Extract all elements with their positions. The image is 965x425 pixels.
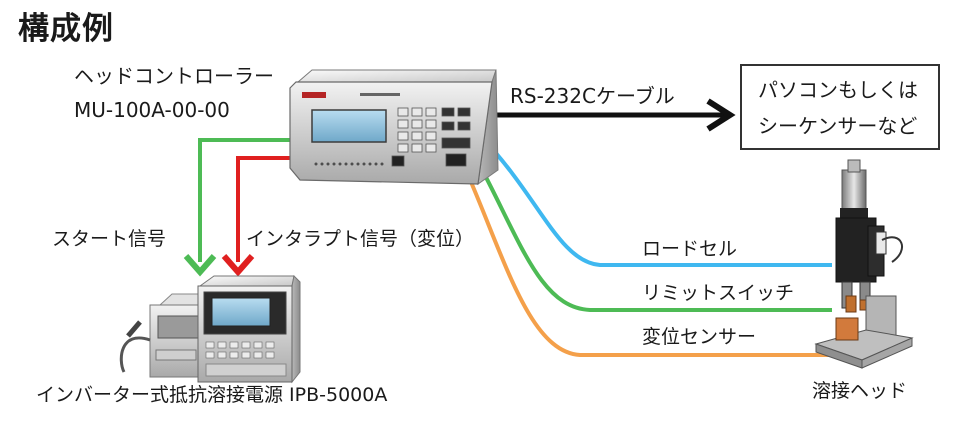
displacement-sensor-label: 変位センサー (642, 326, 757, 348)
power-supply-device (119, 274, 301, 384)
rs232c-cable-arrowhead (706, 98, 736, 132)
page-title: 構成例 (18, 11, 114, 47)
interrupt-signal-arrowhead (221, 254, 255, 277)
power-supply-weld-cable (119, 336, 151, 373)
start-signal-arrowhead (183, 254, 217, 277)
start-signal-label: スタート信号 (52, 228, 167, 250)
power-supply-lcd-screen (211, 297, 271, 327)
head-controller-device (289, 69, 499, 186)
limit-switch-cable (476, 161, 832, 312)
start-signal-line (198, 138, 296, 262)
power-supply-label: インバーター式抵抗溶接電源 IPB-5000A (36, 384, 388, 406)
weld-head-device (814, 159, 914, 369)
interrupt-signal-label: インタラプト信号（変位） (246, 228, 475, 250)
controller-keypad (391, 107, 471, 167)
weld-head-label: 溶接ヘッド (812, 380, 908, 402)
pc-sequencer-box (740, 64, 940, 150)
load-cell-cable (484, 140, 832, 267)
pc-box-line2: シーケンサーなど (758, 114, 918, 138)
pc-box-line1: パソコンもしくは (758, 78, 918, 102)
load-cell-label: ロードセル (642, 238, 738, 260)
rs232c-cable-label: RS-232Cケーブル (510, 84, 675, 108)
limit-switch-label: リミットスイッチ (642, 282, 795, 304)
interrupt-signal-line (236, 156, 296, 262)
controller-indicator-leds (314, 162, 384, 166)
displacement-sensor-cable (466, 174, 832, 357)
controller-lcd-screen (311, 109, 387, 143)
controller-model-label: MU-100A-00-00 (74, 98, 230, 122)
controller-name-label: ヘッドコントローラー (74, 64, 274, 88)
